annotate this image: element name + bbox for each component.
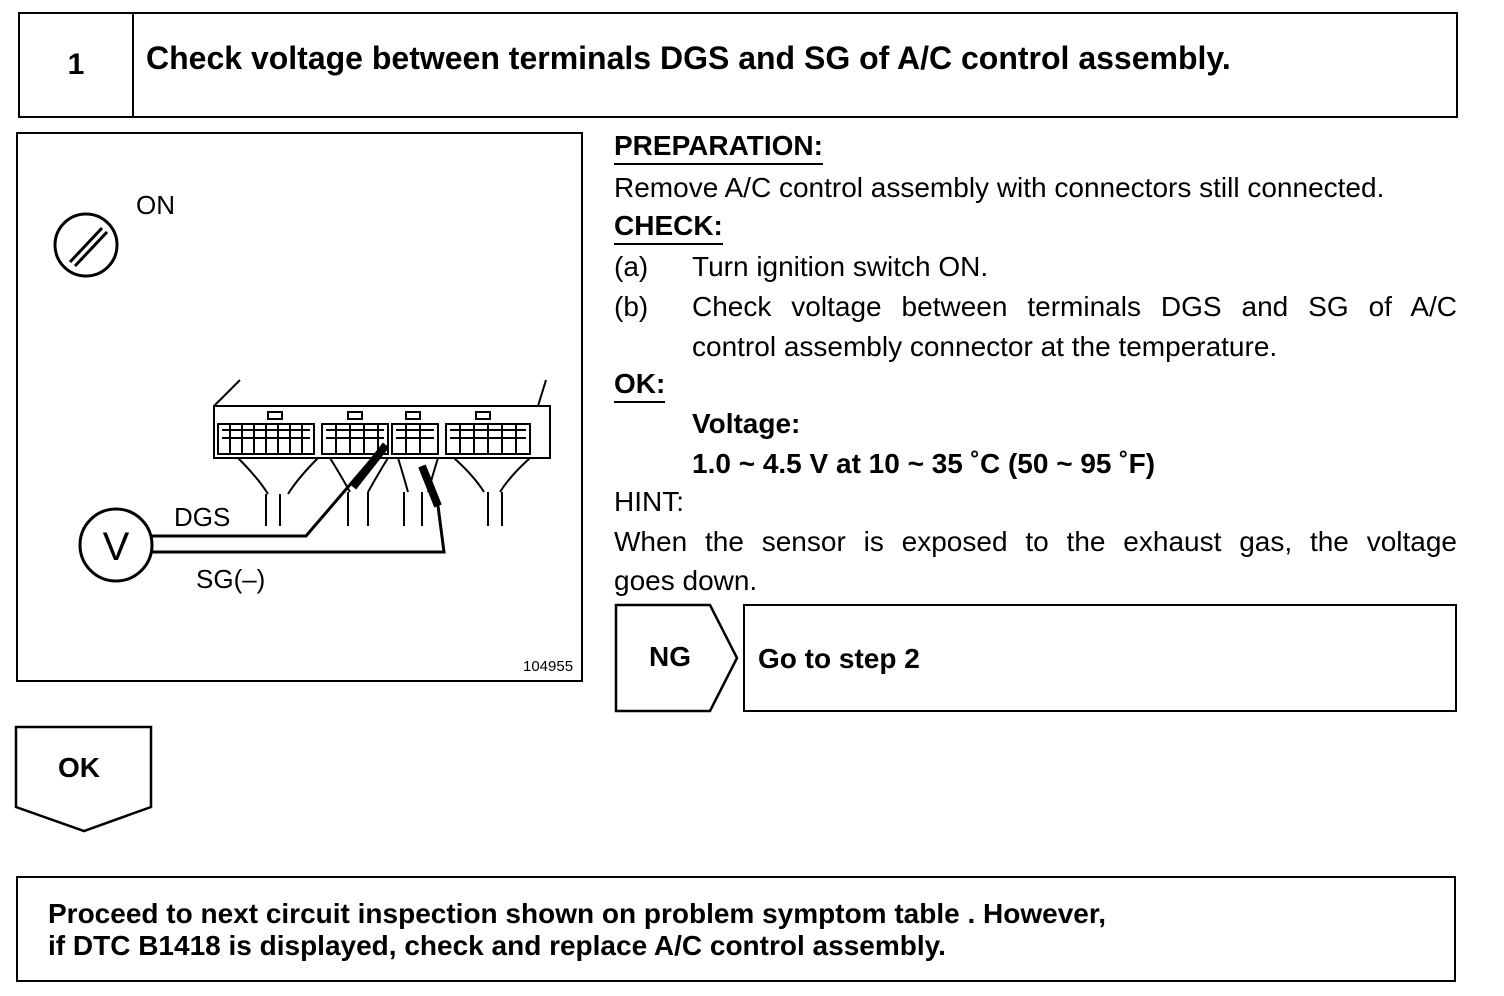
step-a-marker: (a) bbox=[614, 251, 649, 282]
connector-diagram: V bbox=[53, 212, 551, 583]
spec-label: Voltage: bbox=[692, 408, 801, 439]
hint-text-cont: goes down. bbox=[614, 565, 758, 596]
hint-heading: HINT: bbox=[614, 486, 684, 517]
ng-action-box bbox=[743, 604, 1457, 712]
step-b-text-cont: control assembly connector at the temper… bbox=[692, 331, 1278, 362]
connector-figure: V ON DGS SG(–) 104955 bbox=[16, 132, 583, 682]
ng-action: Go to step 2 bbox=[758, 643, 920, 674]
step-title: Check voltage between terminals DGS and … bbox=[146, 40, 1231, 76]
ng-tag: NG bbox=[649, 641, 691, 672]
conclusion-line-1: Proceed to next circuit inspection shown… bbox=[48, 898, 1106, 929]
step-b-text: Check voltage between terminals DGS and … bbox=[692, 291, 1457, 322]
figure-id: 104955 bbox=[523, 658, 574, 675]
dgs-label: DGS bbox=[174, 502, 231, 532]
conclusion-text: Proceed to next circuit inspection shown… bbox=[48, 898, 1106, 962]
ok-tag: OK bbox=[58, 752, 100, 783]
conclusion-line-2: if DTC B1418 is displayed, check and rep… bbox=[48, 930, 946, 961]
ignition-switch-icon bbox=[53, 212, 119, 278]
spec-value: 1.0 ~ 4.5 V at 10 ~ 35 ˚C (50 ~ 95 ˚F) bbox=[692, 448, 1156, 479]
step-b-marker: (b) bbox=[614, 291, 649, 322]
ng-arrow-icon bbox=[614, 603, 739, 713]
step-a-text: Turn ignition switch ON. bbox=[692, 251, 989, 282]
step-number: 1 bbox=[20, 14, 134, 116]
ok-heading: OK: bbox=[614, 368, 666, 403]
sg-label: SG(–) bbox=[196, 564, 266, 594]
connector-icon bbox=[213, 379, 551, 526]
check-heading: CHECK: bbox=[614, 210, 723, 245]
switch-label: ON bbox=[136, 190, 175, 220]
ok-arrow-icon bbox=[14, 725, 153, 833]
probe-leads bbox=[152, 442, 446, 554]
conclusion-box: Proceed to next circuit inspection shown… bbox=[16, 876, 1456, 982]
voltmeter-icon: V bbox=[78, 507, 154, 583]
preparation-heading: PREPARATION: bbox=[614, 130, 823, 165]
svg-text:V: V bbox=[103, 525, 130, 569]
preparation-text: Remove A/C control assembly with connect… bbox=[614, 172, 1385, 203]
step-header bbox=[18, 12, 1458, 118]
hint-text: When the sensor is exposed to the exhaus… bbox=[614, 526, 1457, 557]
